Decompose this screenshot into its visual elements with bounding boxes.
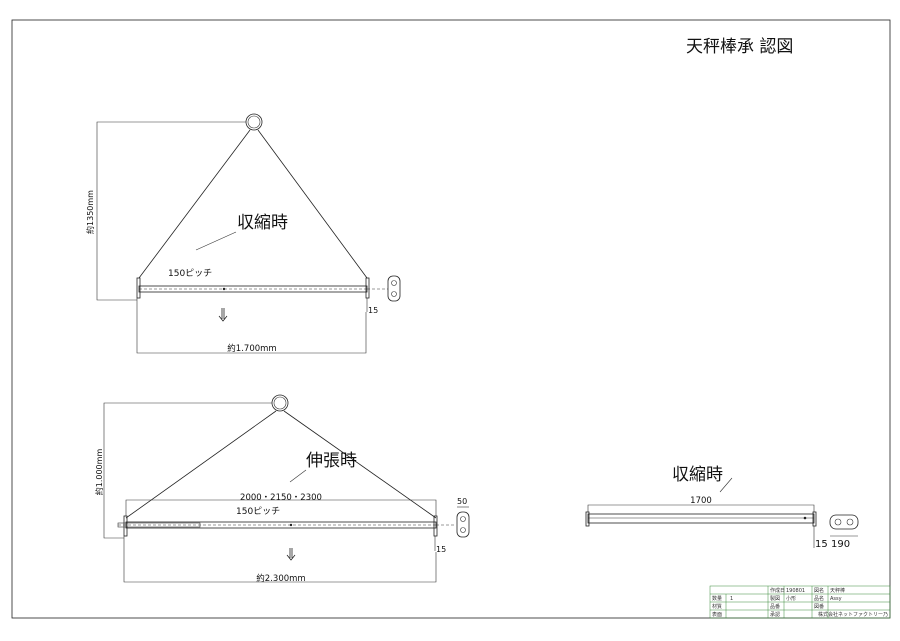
top-sling-left	[138, 129, 251, 279]
top-end-plate-right	[365, 277, 370, 299]
top-width-dim: 約1.700mm	[227, 343, 276, 354]
bottom-hook-ring-inner	[273, 396, 287, 410]
top-state-leader	[195, 231, 237, 251]
bottom-hook-ring	[271, 394, 289, 412]
tb-label-material: 材質	[712, 603, 722, 610]
top-bracket-hole-1	[391, 280, 397, 286]
tb-label-surface: 表面	[712, 611, 722, 618]
bottom-height-dim: 約1.000mm	[94, 449, 104, 496]
right-beam-mark	[803, 516, 807, 520]
top-width-dim-line	[136, 298, 367, 354]
tb-value-drawn: 小形	[786, 595, 796, 602]
right-beam	[587, 513, 815, 524]
top-height-dim-line	[96, 121, 246, 301]
bottom-end-plate-left	[123, 515, 128, 537]
sheet-border	[11, 19, 891, 619]
bottom-width-dim-line	[123, 536, 437, 583]
bottom-lengths-label: 2000・2150・2300	[240, 493, 322, 503]
title-block: 数量 材質 表面 作成日 製図 品番 承認 図名 品名 図番 1 190801 …	[709, 585, 891, 619]
top-height-dim: 約1350mm	[85, 190, 95, 234]
drawing-title: 天秤棒承 認図	[686, 37, 793, 57]
right-end-dim: 15	[815, 539, 828, 550]
right-length-dim: 1700	[690, 496, 712, 506]
bottom-state-leader	[289, 469, 307, 483]
bottom-state-label: 伸張時	[306, 451, 357, 471]
right-view: 収縮時 1700 15 190	[585, 465, 859, 550]
top-end-dim: 15	[368, 306, 378, 315]
tb-value-qty: 1	[730, 596, 733, 602]
tb-label-partno: 品番	[770, 603, 780, 610]
top-down-arrow-icon	[218, 308, 228, 322]
right-state-label: 収縮時	[672, 465, 723, 485]
top-view: 約1350mm 15 約1.700mm 収縮時 150ピッチ	[85, 113, 401, 354]
bottom-pitch-label: 150ピッチ	[236, 506, 280, 517]
tb-label-product: 品名	[814, 595, 824, 602]
top-bracket	[387, 275, 401, 302]
tb-label-drawing-name: 図名	[814, 587, 824, 594]
right-end-plate-right	[812, 511, 817, 527]
tb-label-qty: 数量	[712, 595, 722, 602]
tb-label-drawn: 製図	[770, 595, 780, 602]
bottom-end-dim: 15	[436, 545, 446, 554]
right-bracket	[829, 514, 859, 530]
bottom-beam-center-mark	[289, 523, 293, 527]
top-state-label: 収縮時	[237, 213, 288, 233]
bottom-bracket	[456, 511, 470, 538]
tb-label-date: 作成日	[770, 587, 785, 594]
tb-label-drawing-no: 図番	[814, 603, 824, 610]
top-beam-center-mark	[222, 287, 226, 291]
tb-value-date: 190801	[786, 588, 805, 594]
tb-value-product: Assy	[830, 596, 842, 602]
bottom-down-arrow-icon	[286, 548, 296, 561]
top-sling-right	[257, 129, 368, 279]
right-bracket-hole-1	[834, 518, 842, 526]
bottom-bracket-hole-1	[460, 516, 466, 522]
top-beam	[138, 285, 368, 293]
bottom-height-dim-line	[103, 402, 272, 539]
right-length-dim-line	[587, 504, 815, 512]
right-bracket-hole-2	[846, 518, 854, 526]
bottom-end-plate-right	[433, 515, 438, 537]
top-end-plate-left	[136, 277, 141, 299]
bottom-length-dim-line	[125, 499, 437, 516]
right-state-leader	[719, 477, 733, 493]
top-bracket-hole-2	[391, 291, 397, 297]
top-hook-ring	[245, 113, 263, 131]
top-hook-ring-inner	[247, 115, 261, 129]
bottom-width-dim: 約2.300mm	[256, 573, 305, 584]
tb-value-drawing-name: 天秤棒	[830, 587, 845, 594]
bottom-bracket-hole-2	[460, 527, 466, 533]
bottom-plate-dim: 50	[457, 497, 467, 506]
top-pitch-label: 150ピッチ	[168, 268, 212, 279]
tb-value-company: 株式会社ネットファクトリー乃	[818, 611, 888, 618]
tb-label-approved: 承認	[770, 611, 780, 618]
right-end-plate-left	[585, 511, 590, 527]
right-plate-dim: 190	[831, 539, 850, 550]
bottom-view: 約1.000mm 15 50 2000・2150・2300 150ピッチ 約2.…	[94, 394, 470, 584]
